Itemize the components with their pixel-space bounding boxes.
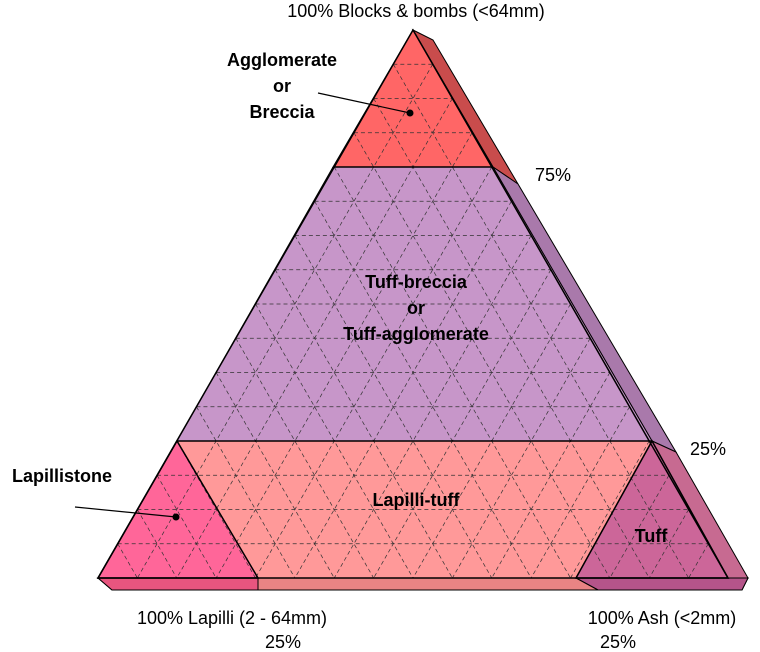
lapillistone-outline [96,439,260,579]
grid-line [393,64,689,578]
grid-line [215,132,473,578]
label-tuff-breccia-1: Tuff-breccia [365,272,468,292]
grid-line [648,509,689,578]
label-lapillistone: Lapillistone [12,466,112,486]
bottom-face-middle [257,577,599,591]
triangle-outline [96,28,730,579]
vertex-label-bottom-right: 100% Ash (<2mm) [588,608,737,628]
label-lapilli-tuff: Lapilli-tuff [373,490,461,510]
bottom-face-lapilli [96,577,259,591]
grid-line [137,509,178,578]
grid-line [373,269,552,578]
grid-line [314,201,532,578]
grid-line [176,98,453,578]
dot-lapillistone [172,513,180,521]
grid-line [353,132,611,578]
tuff-outline [574,439,730,579]
dot-agglomerate [406,109,414,117]
label-agglomerate-1: Agglomerate [227,50,337,70]
leader-lapillistone [74,506,177,518]
region-agglomerate [332,29,494,168]
tick-label-25-left: 25% [265,632,301,652]
vertex-label-top: 100% Blocks & bombs (<64mm) [287,1,545,21]
label-tuff-breccia-2: or [407,298,425,318]
grid-line [255,303,414,578]
tick-label-25-side: 25% [690,439,726,459]
tick-label-25-right: 25% [600,632,636,652]
label-tuff: Tuff [635,526,669,546]
grid-line [137,64,433,578]
grid-line [196,406,296,578]
grid-lines [117,63,709,578]
vertex-label-bottom-left: 100% Lapilli (2 - 64mm) [137,608,327,628]
label-agglomerate-2: or [273,76,291,96]
grid-line [609,475,670,578]
bottom-face-ash [575,577,749,591]
tick-label-75: 75% [535,165,571,185]
leader-agglomerate [317,92,411,114]
grid-line [373,98,650,578]
label-tuff-breccia-3: Tuff-agglomerate [343,324,489,344]
grid-line [294,201,512,578]
grid-line [274,269,453,578]
grid-line [156,475,217,578]
grid-line [530,406,630,578]
grid-line [412,303,571,578]
grid-line [333,235,532,578]
label-agglomerate-3: Breccia [249,102,315,122]
